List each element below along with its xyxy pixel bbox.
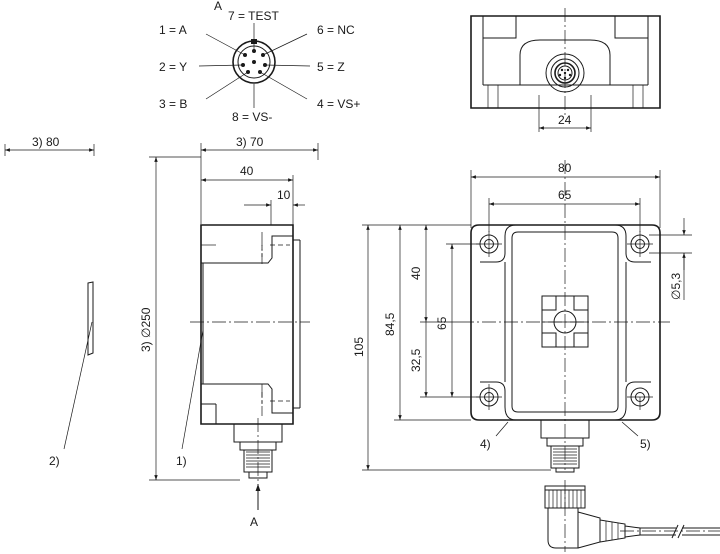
connector-elbow [547,508,579,549]
pin-6-label: 6 = NC [317,23,355,37]
end-view: 24 [470,8,661,132]
dim-5-3-label: ∅5,3 [669,273,683,300]
dim-105-label: 105 [352,337,366,357]
callout-5: 5) [640,437,651,451]
sensor-housing-side [200,224,294,425]
dim-250-label: 3) ∅250 [139,307,153,352]
callout-1: 1) [176,454,187,468]
dim-40-top-label: 40 [240,164,254,178]
view-a-letter: A [250,515,258,529]
pin-8-dot [252,60,256,64]
shaft-clamp [541,295,589,348]
dim-24-label: 24 [558,113,572,127]
sensor-housing-front [470,224,661,421]
dimension-80-left: 3) 80 [4,135,95,156]
dim-70-label: 3) 70 [236,135,264,149]
connector-pinout: A 1 = A 2 = Y 3 = B 7 = TEST 6 = NC 5 = … [159,0,360,124]
callout-2: 2) [49,454,60,468]
pin-7-label: 7 = TEST [228,9,279,23]
pin-3-label: 3 = B [159,97,187,111]
dim-80-left-label: 3) 80 [32,135,60,149]
pin-1-label: 1 = A [159,23,187,37]
dim-65-v-label: 65 [435,316,449,330]
pin-2-label: 2 = Y [159,60,187,74]
pin-5-label: 5 = Z [317,60,345,74]
dim-32-5-label: 32,5 [409,348,423,372]
pinout-view-letter: A [214,0,222,13]
pin-8-label: 8 = VS- [232,110,272,124]
angled-cable-connector [544,480,720,552]
pin-4-label: 4 = VS+ [317,97,360,111]
thin-plate-part [87,281,94,356]
front-view: 80 65 [352,160,692,473]
dim-10-label: 10 [277,188,291,202]
dim-84-5-label: 84,5 [383,312,397,336]
front-recess [511,231,619,413]
callout-2-leader [63,321,93,450]
sensor-housing-end [470,15,661,109]
callout-4: 4) [480,437,491,451]
magnet-part-side: 2) [49,281,94,468]
dim-40-v-label: 40 [409,266,423,280]
side-view: 3) 70 40 10 3) ∅250 [139,135,319,529]
